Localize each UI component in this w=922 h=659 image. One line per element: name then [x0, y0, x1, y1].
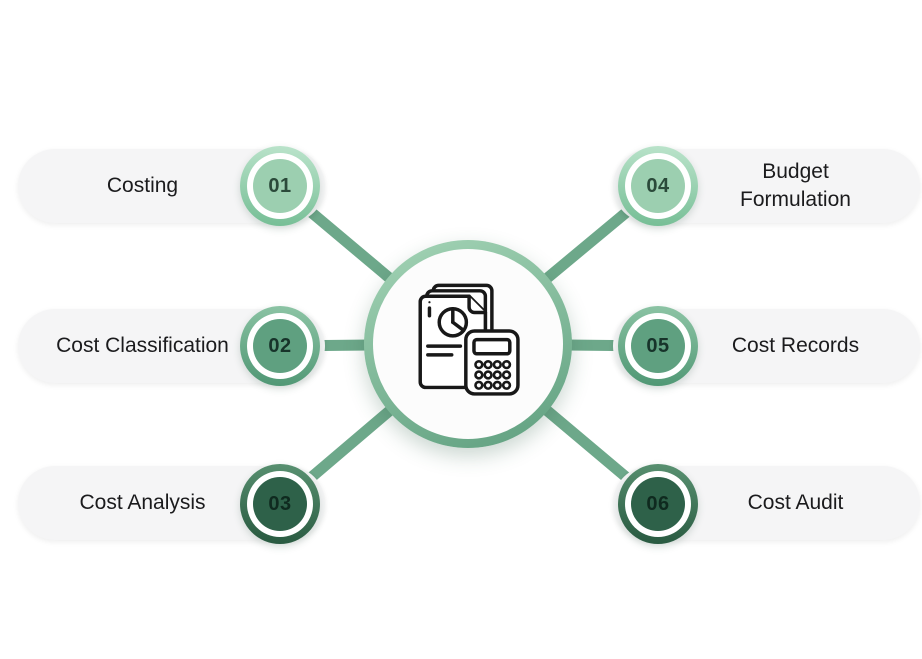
node-number-badge: 05 — [618, 306, 698, 386]
node-label: Cost Analysis — [79, 491, 206, 515]
node-label: Costing — [106, 174, 179, 198]
node-number: 02 — [253, 319, 307, 373]
node-number-badge: 04 — [618, 146, 698, 226]
node-label: Budget Formulation — [740, 160, 851, 211]
node-number: 01 — [253, 159, 307, 213]
node-number-badge: 01 — [240, 146, 320, 226]
node-label: Cost Audit — [747, 491, 844, 515]
node-number: 05 — [631, 319, 685, 373]
node-number-badge: 06 — [618, 464, 698, 544]
node-number-badge: 02 — [240, 306, 320, 386]
node-number-badge: 03 — [240, 464, 320, 544]
node-number: 03 — [253, 477, 307, 531]
central-hub — [364, 240, 572, 448]
node-number: 04 — [631, 159, 685, 213]
node-label: Cost Classification — [56, 334, 229, 358]
node-number: 06 — [631, 477, 685, 531]
documents-calculator-icon — [418, 283, 520, 396]
node-label: Cost Records — [731, 334, 860, 358]
